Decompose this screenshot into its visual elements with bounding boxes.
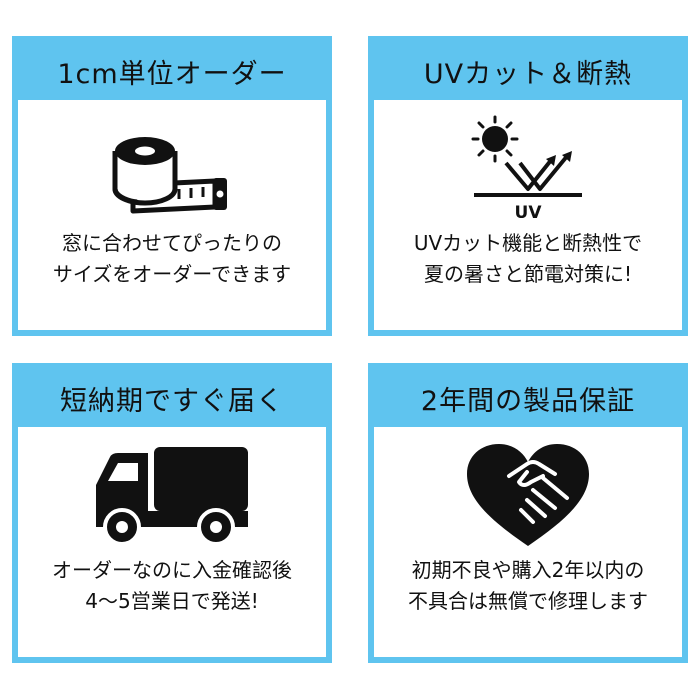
card-description: 窓に合わせてぴったりの サイズをオーダーできます	[18, 228, 326, 290]
description-line: 初期不良や購入2年以内の	[411, 558, 645, 582]
description-line: サイズをオーダーできます	[52, 262, 292, 286]
card-title: UVカット＆断熱	[374, 42, 682, 100]
description-line: UVカット機能と断熱性で	[413, 231, 643, 255]
handshake-heart-icon	[374, 444, 682, 547]
tape-measure-icon	[18, 120, 326, 220]
card-title: 2年間の製品保証	[374, 369, 682, 427]
description-line: 不具合は無償で修理します	[408, 589, 648, 613]
card-title: 短納期ですぐ届く	[18, 369, 326, 427]
uv-label: UV	[515, 203, 543, 223]
card-description: オーダーなのに入金確認後 4～5営業日で発送!	[18, 555, 326, 617]
description-line: 窓に合わせてぴったりの	[62, 231, 282, 255]
feature-card-warranty: 2年間の製品保証 初期不良や購入2年以内の 不具合は無償で修理します	[368, 363, 688, 663]
feature-card-uv-cut: UVカット＆断熱	[368, 36, 688, 336]
sun-icon	[471, 115, 519, 163]
uv-cut-icon: UV	[374, 115, 682, 223]
feature-card-fast-delivery: 短納期ですぐ届く オーダーなのに入金確認後 4～5営業日で発送!	[12, 363, 332, 663]
feature-card-custom-size: 1cm単位オーダー 窓に合わせてぴったりの サイズをオーダーできます	[12, 36, 332, 336]
delivery-truck-icon	[18, 447, 326, 547]
description-line: 夏の暑さと節電対策に!	[423, 262, 633, 286]
card-title: 1cm単位オーダー	[18, 42, 326, 100]
description-line: 4～5営業日で発送!	[85, 589, 259, 613]
card-description: UVカット機能と断熱性で 夏の暑さと節電対策に!	[374, 228, 682, 290]
description-line: オーダーなのに入金確認後	[52, 558, 292, 582]
card-description: 初期不良や購入2年以内の 不具合は無償で修理します	[374, 555, 682, 617]
